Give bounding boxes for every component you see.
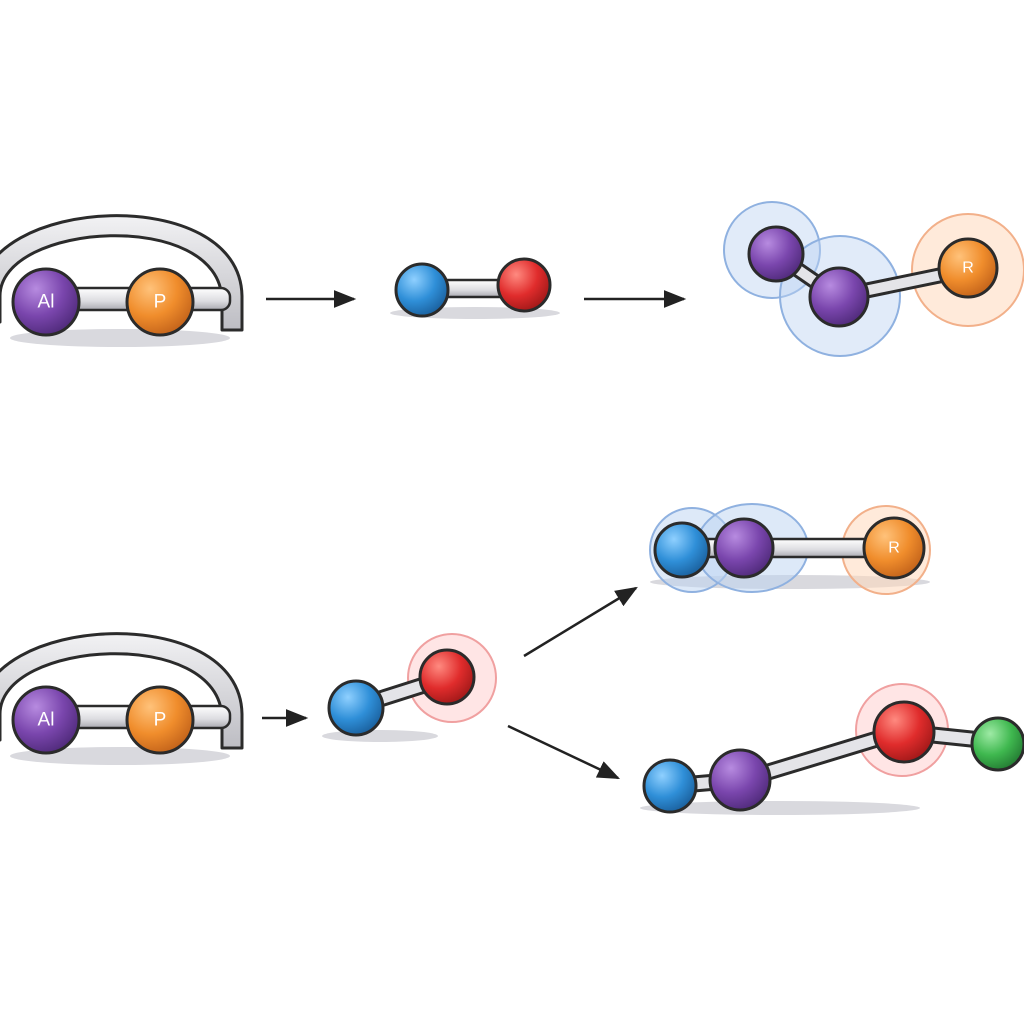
atom-blue <box>653 521 711 579</box>
top-product: R <box>723 201 1024 357</box>
arch-scaffold-icon <box>0 214 244 332</box>
atom-aluminum <box>808 266 870 328</box>
atom-red <box>418 648 476 706</box>
bottom-lower-product <box>640 683 1024 815</box>
atom-substituent-r: R <box>937 237 999 299</box>
top-diatomic-molecule <box>390 257 560 319</box>
atom-blue <box>642 758 698 814</box>
reaction-arrow-icon <box>507 724 621 780</box>
atom-red <box>496 257 552 313</box>
atom-aluminum <box>747 225 805 283</box>
atom-phosphorus: P <box>125 267 195 337</box>
atom-label-r: R <box>962 260 974 277</box>
atom-aluminum: Al <box>11 267 81 337</box>
atom-label-al: Al <box>38 710 55 731</box>
bottom-reactant-complex: Al P <box>0 632 244 765</box>
shadow <box>322 730 438 742</box>
atom-label-r: R <box>888 540 900 557</box>
atom-green <box>970 716 1024 772</box>
shadow <box>10 329 230 347</box>
shadow <box>640 801 920 815</box>
bottom-upper-product: R <box>649 503 931 595</box>
atom-phosphorus: P <box>125 685 195 755</box>
bottom-diatomic-molecule <box>322 633 497 742</box>
shadow <box>10 747 230 765</box>
atom-aluminum <box>713 517 775 579</box>
top-reactant-complex: Al P <box>0 214 244 347</box>
atom-label-p: P <box>154 710 167 731</box>
reaction-arrow-icon <box>523 586 638 658</box>
atom-aluminum: Al <box>11 685 81 755</box>
atom-blue <box>394 262 450 318</box>
atom-red <box>872 700 936 764</box>
atom-label-p: P <box>154 292 167 313</box>
bond <box>678 537 892 559</box>
arch-scaffold-icon <box>0 632 244 750</box>
atom-aluminum <box>708 748 772 812</box>
atom-substituent-r: R <box>862 516 926 580</box>
atom-label-al: Al <box>38 292 55 313</box>
atom-blue <box>327 679 385 737</box>
